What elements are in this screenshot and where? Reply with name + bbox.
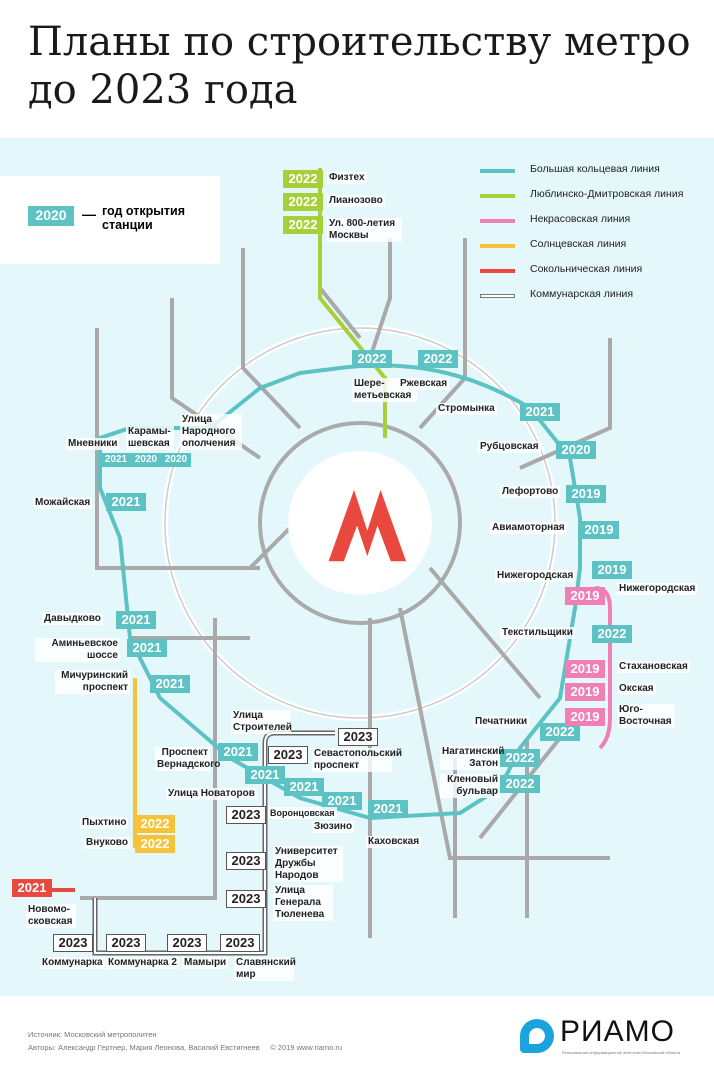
key-text: год открытия станции (102, 204, 186, 232)
year-badge: 2021 (520, 403, 560, 421)
year-badge: 2021 (218, 743, 258, 761)
station-label: Зюзино (312, 821, 355, 833)
metro-map: 2020 — год открытия станции Большая коль… (0, 138, 714, 996)
station-label: Лианозово (327, 195, 385, 207)
station-label: Мневники (66, 438, 120, 450)
year-badge: 2023 (226, 806, 266, 824)
station-label: Стахановская (617, 661, 690, 673)
year-badge: 2023 (268, 746, 308, 764)
station-label: Карамы-шевская (126, 426, 174, 450)
year-badge: 2022 (352, 350, 392, 368)
year-badge: 2022 (500, 749, 540, 767)
year-badge: 2023 (167, 934, 207, 952)
station-label: Рубцовская (478, 441, 541, 453)
station-label: Севастопольский проспект (312, 748, 403, 772)
year-badge: 2022 (283, 216, 323, 234)
year-badge: 2020 (131, 453, 161, 467)
year-badge: 2022 (500, 775, 540, 793)
year-badge: 2019 (565, 708, 605, 726)
footer: Источник: Московский метрополитен Авторы… (28, 1028, 342, 1054)
station-label: Университет Дружбы Народов (273, 846, 343, 882)
year-badge: 2021 (12, 879, 52, 897)
year-badge: 2022 (592, 625, 632, 643)
station-label: Лефортово (500, 486, 561, 498)
station-label: Юго-Восточная (617, 704, 675, 728)
circle-line (258, 421, 462, 625)
year-badge: 2022 (135, 835, 175, 853)
year-badge: 2021 (368, 800, 408, 818)
riamo-logo-icon (520, 1019, 554, 1053)
year-badge: 2020 (161, 453, 191, 467)
station-label: Пыхтино (80, 817, 129, 829)
authors-text: Авторы: Александр Гертнер, Мария Леонова… (28, 1043, 260, 1052)
station-label: Нижегородская (495, 570, 576, 582)
station-label: Аминьевское шоссе (35, 638, 120, 662)
year-badge: 2019 (565, 587, 605, 605)
riamo-logo: РИАМО Региональное информационное агентс… (520, 1015, 690, 1060)
station-label: Физтех (327, 172, 367, 184)
year-badge: 2022 (283, 170, 323, 188)
station-label: Славянский мир (234, 957, 296, 981)
year-badge: 2021 (116, 611, 156, 629)
station-label: Коммунарка 2 (106, 957, 179, 969)
station-label: Ул. 800-летия Москвы (327, 218, 402, 242)
station-label: Авиамоторная (490, 522, 567, 534)
year-badge: 2023 (106, 934, 146, 952)
year-badge: 2023 (226, 852, 266, 870)
logo-text: РИАМО (560, 1015, 675, 1048)
year-badge: 2021 (106, 493, 146, 511)
year-badge: 2021 (150, 675, 190, 693)
year-badge: 2022 (283, 193, 323, 211)
station-label: Улица Генерала Тюленева (273, 885, 333, 921)
key-year-badge: 2020 (28, 206, 74, 226)
station-label: Улица Новаторов (166, 788, 257, 800)
metro-logo-icon (328, 489, 407, 562)
year-badge: 2019 (565, 660, 605, 678)
key-dash: — (82, 206, 96, 222)
year-badge: 2021 (322, 792, 362, 810)
year-badge: 2023 (338, 728, 378, 746)
station-label: Стромынка (436, 403, 497, 415)
station-label: Мамыри (182, 957, 229, 969)
year-key: 2020 — год открытия станции (0, 176, 220, 264)
year-badge: 2021 (245, 766, 285, 784)
station-label: Мичуринский проспект (55, 670, 130, 694)
station-label: Ржевская (398, 378, 450, 390)
copyright-text: © 2019 www.riamo.ru (270, 1043, 342, 1052)
year-badge: 2022 (135, 815, 175, 833)
year-badge: 2021 (127, 639, 167, 657)
station-label: Печатники (473, 716, 530, 728)
station-label: Нижегородская (617, 583, 698, 595)
station-label: Нагатинский Затон (440, 746, 505, 770)
year-badge: 2023 (220, 934, 260, 952)
station-label: Проспект Вернадского (155, 747, 221, 771)
station-label: Кленовый бульвар (440, 774, 500, 798)
year-badge: 2022 (540, 723, 580, 741)
year-badge: 2021 (101, 453, 131, 467)
station-label: Улица Строителей (231, 710, 292, 734)
station-label: Воронцовская (268, 807, 337, 819)
station-label: Каховская (366, 836, 422, 848)
station-label: Давыдково (42, 613, 103, 625)
year-badge: 2022 (418, 350, 458, 368)
logo-subtitle: Региональное информационное агентство Мо… (562, 1050, 681, 1055)
year-badge: 2023 (226, 890, 266, 908)
station-label: Внуково (84, 837, 130, 849)
year-badge: 2023 (53, 934, 93, 952)
station-label: Улица Народного ополчения (180, 414, 242, 450)
page-title: Планы по строительству метро до 2023 год… (28, 19, 691, 113)
year-badge: 2021 (284, 778, 324, 796)
year-badge: 2019 (579, 521, 619, 539)
station-label: Можайская (33, 497, 93, 509)
year-badge: 2019 (566, 485, 606, 503)
year-badge: 2019 (592, 561, 632, 579)
station-label: Новомо-сковская (26, 904, 76, 928)
station-label: Коммунарка (40, 957, 105, 969)
year-badge: 2020 (556, 441, 596, 459)
station-label: Текстильщики (500, 627, 575, 639)
year-badge: 2019 (565, 683, 605, 701)
station-label: Окская (617, 683, 656, 695)
source-text: Источник: Московский метрополитен (28, 1030, 157, 1039)
